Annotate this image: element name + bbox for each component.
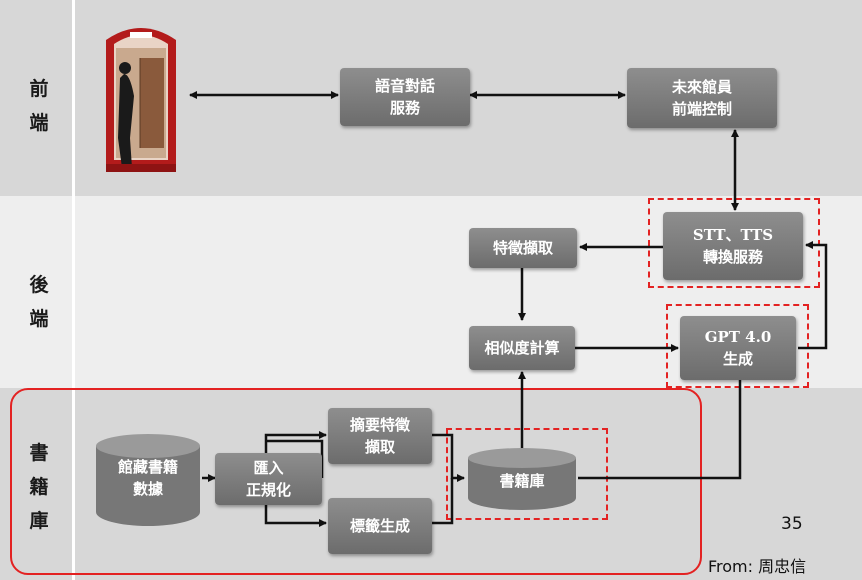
arrow-summary-bookdb	[432, 433, 465, 482]
book-db-highlight	[446, 428, 608, 520]
credit-text: From: 周忠信	[708, 557, 807, 576]
node-stt-tts: STT、TTS 轉換服務	[663, 212, 803, 280]
node-similarity: 相似度計算	[469, 326, 575, 370]
row-label-library-char-2: 籍	[29, 476, 49, 498]
node-voice-dialog: 語音對話服務	[340, 68, 470, 126]
node-gpt: GPT 4.0 生成	[680, 316, 796, 380]
row-label-frontend: 前 端	[24, 72, 54, 140]
node-voice-dialog-line-2: 服務	[389, 99, 420, 117]
collection-data-line-1: 館藏書籍	[117, 458, 178, 476]
node-tag-gen: 標籤生成	[328, 498, 432, 554]
node-similarity-line-1: 相似度計算	[484, 339, 560, 357]
node-summary-feature-line-2: 擷取	[364, 438, 395, 456]
arrow-bookdb-gpt	[578, 371, 744, 480]
row-label-library: 書 籍 庫	[24, 436, 54, 538]
node-import-normalize-line-1: 匯入	[253, 459, 284, 477]
node-gpt-line-2: 生成	[722, 350, 753, 368]
row-label-backend-char-1: 後	[29, 274, 49, 296]
node-feature-extract-line-1: 特徵擷取	[492, 239, 553, 257]
node-stt-tts-line-1: STT、TTS	[692, 226, 774, 244]
row-label-backend-char-2: 端	[29, 308, 49, 330]
row-label-frontend-char-2: 端	[29, 112, 49, 134]
node-future-librarian-line-2: 前端控制	[671, 100, 732, 118]
collection-data-label: 館藏書籍 數據	[94, 456, 202, 500]
book-db-label: 書籍庫	[499, 472, 545, 490]
row-label-library-char-1: 書	[29, 442, 49, 464]
arrow-gpt-stt	[798, 241, 828, 350]
kiosk-booth-illustration	[106, 28, 176, 172]
node-summary-feature-line-1: 摘要特徵	[349, 416, 410, 434]
gpt-highlight	[666, 304, 809, 388]
node-import-normalize-line-2: 正規化	[245, 481, 291, 499]
book-db-cylinder	[468, 448, 576, 510]
arrow-import-summary-b	[264, 431, 327, 461]
row-label-backend: 後 端	[24, 268, 54, 336]
row-label-frontend-char-1: 前	[29, 78, 49, 100]
node-feature-extract: 特徵擷取	[469, 228, 577, 268]
node-gpt-line-1: GPT 4.0	[704, 328, 772, 346]
node-import-normalize: 匯入正規化	[215, 453, 322, 505]
collection-data-line-2: 數據	[132, 480, 163, 498]
arrow-import-tag	[264, 497, 327, 527]
sidebar-divider	[72, 0, 75, 580]
node-tag-gen-line-1: 標籤生成	[349, 517, 410, 535]
arrow-import-summary	[266, 439, 324, 478]
node-voice-dialog-line-1: 語音對話	[374, 77, 435, 95]
node-future-librarian: 未來館員前端控制	[627, 68, 777, 128]
node-future-librarian-line-1: 未來館員	[671, 78, 732, 96]
library-highlight-frame	[10, 388, 702, 575]
row-label-library-char-3: 庫	[29, 510, 49, 532]
node-stt-tts-line-2: 轉換服務	[702, 248, 763, 266]
arrow-tag-bookdb	[432, 478, 454, 525]
node-summary-feature: 摘要特徵擷取	[328, 408, 432, 464]
collection-data-cylinder	[96, 434, 200, 526]
page-number: 35	[781, 514, 803, 534]
